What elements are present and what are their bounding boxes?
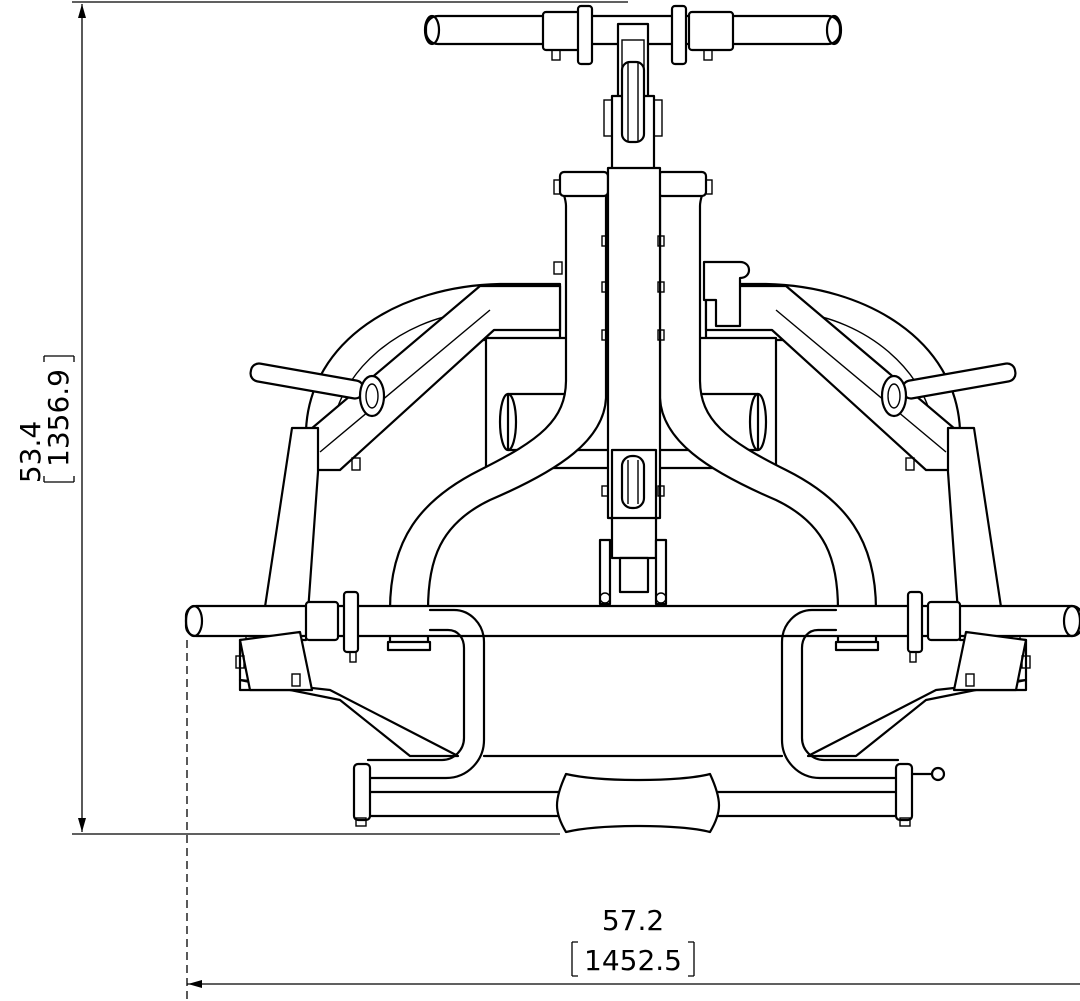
foot-roller-pad (555, 772, 721, 834)
top-pulley (603, 22, 663, 182)
tube-bolts (351, 179, 915, 497)
top-handle-bar (423, 4, 843, 66)
height-dimension: 53.4 1356.9 (14, 1, 628, 835)
right-upper-weight-horn (880, 362, 1017, 418)
right-loop-handle (780, 608, 900, 780)
right-top-bracket (702, 260, 751, 328)
left-main-tube (388, 170, 610, 648)
right-main-tube (656, 170, 878, 648)
width-dimension: 57.2 1452.5 (186, 640, 1080, 1000)
center-column (598, 166, 668, 606)
tube-foot-caps (386, 640, 880, 652)
width-mm-bracket (571, 941, 695, 977)
width-inches-label: 57.2 (602, 904, 664, 937)
right-foot-plate (952, 630, 1031, 692)
machine (184, 4, 1080, 834)
height-inches-label: 53.4 (14, 421, 47, 483)
height-mm-label: 1356.9 (42, 369, 75, 467)
left-upper-weight-horn (249, 362, 386, 418)
height-mm-bracket (43, 355, 75, 483)
left-loop-handle (366, 608, 486, 780)
left-foot-plate (235, 630, 314, 692)
width-mm-label: 1452.5 (584, 944, 682, 977)
lower-left-collars (245, 590, 360, 663)
lower-crossbar (184, 604, 1080, 638)
